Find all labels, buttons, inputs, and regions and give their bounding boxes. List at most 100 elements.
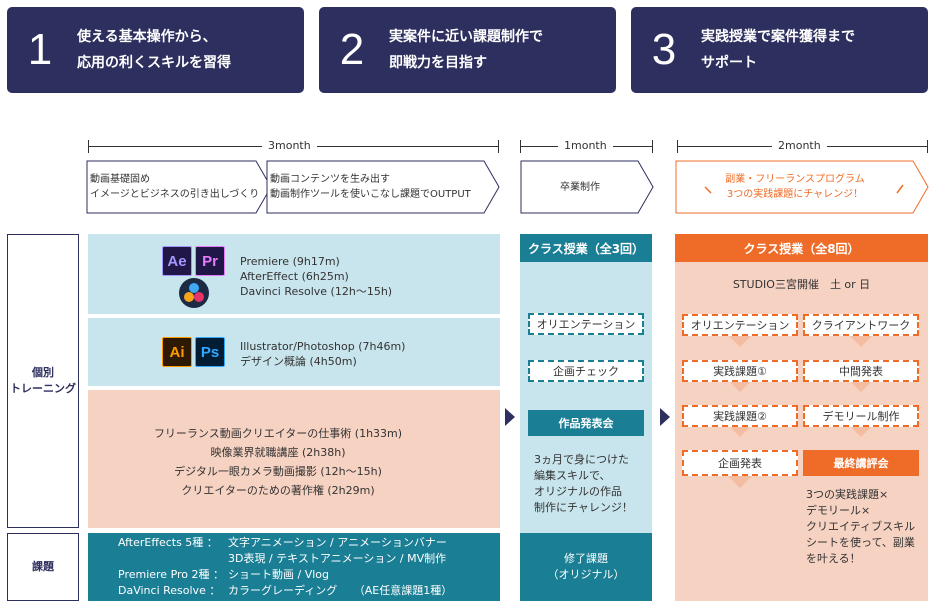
assignment-row: 3D表現 / テキストアニメーション / MV制作 [118,551,452,567]
graduation-assignment-sub: （オリジナル） [547,568,625,581]
flow-arrow-right [505,408,515,426]
class8-step-practice-2: 実践課題② [682,405,798,427]
training-design-block [88,318,500,386]
assignment-row: DaVinci Resolve ： カラーグレーディング （AE任意課題1種） [118,583,452,599]
timeline-label-1month: 1month [558,139,613,152]
assignment-items: 文字アニメーション / アニメーションバナー [228,536,447,549]
phase-basics: 動画基礎固め イメージとビジネスの引き出しづくり [86,160,272,214]
phase-line: 動画制作ツールを使いこなし課題でOUTPUT [270,189,471,200]
class3-assignment: 修了課題 （オリジナル） [520,533,652,601]
phase-line: 3つの実践課題にチャレンジ！ [726,189,864,200]
phase-text: 動画基礎固め イメージとビジネスの引き出しづくり [90,160,259,214]
davinci-resolve-glyph [184,283,204,302]
phase-text: 副業・フリーランスプログラム 3つの実践課題にチャレンジ！ [675,160,915,214]
timeline-tick [498,140,499,153]
training-video-block [88,234,500,314]
class3-note: 3ヵ月で身につけた 編集スキルで、 オリジナルの作品 制作にチャレンジ！ [534,452,633,516]
class8-step-midterm: 中間発表 [803,360,919,382]
note-line: 制作にチャレンジ！ [534,501,633,514]
assignment-block [88,533,500,601]
assignment-list: AfterEffects 5種 ： 文字アニメーション / アニメーションバナー… [118,535,452,599]
note-line: オリジナルの作品 [534,485,622,498]
course-line: Davinci Resolve (12h〜15h) [240,285,393,298]
step-text: 実践授業で案件獲得まで サポート [701,29,855,71]
phase-content: 動画コンテンツを生み出す 動画制作ツールを使いこなし課題でOUTPUT [266,160,500,214]
phase-graduation: 卒業制作 [520,160,654,214]
label-individual-training: 個別 トレーニング [7,234,79,528]
class8-final-review: 最終講評会 [803,450,919,476]
phase-arrow-shape [520,160,654,214]
assignment-row: AfterEffects 5種 ： 文字アニメーション / アニメーションバナー [118,535,452,551]
header-card-3: 3 実践授業で案件獲得まで サポート [631,7,928,93]
step-text: 実案件に近い課題制作で 即戦力を目指す [389,29,543,71]
phase-arrow-shape [86,160,272,214]
course-line: クリエイターのための著作権 (2h29m) [181,484,375,497]
assignment-tool [118,551,228,567]
class3-header: クラス授業（全3回） [520,234,652,262]
flow-arrow-right [660,408,670,426]
label-assignment: 課題 [7,533,79,601]
class8-step-client-work: クライアントワーク [803,314,919,336]
phase-arrow-shape [266,160,500,214]
step-number: 2 [339,25,365,74]
assignment-row: Premiere Pro 2種 ： ショート動画 / Vlog [118,567,452,583]
business-course-list: フリーランス動画クリエイターの仕事術 (1h33m) 映像業界就職講座 (2h3… [88,424,468,500]
class8-step-plan-presentation: 企画発表 [682,450,798,476]
timeline-label-2month: 2month [772,139,827,152]
course-line: デザイン概論 (4h50m) [240,355,357,368]
graduation-assignment-title: 修了課題 [564,552,608,565]
class8-step-demo-reel: デモリール制作 [803,405,919,427]
note-line: クリエイティブスキル [806,520,916,533]
design-course-list: Illustrator/Photoshop (7h46m) デザイン概論 (4h… [240,339,405,369]
class3-step-orientation: オリエンテーション [528,313,644,335]
assignment-items: カラーグレーディング （AE任意課題1種） [228,584,453,597]
note-line: を叶える！ [806,552,861,565]
video-course-list: Premiere (9h17m) AfterEffect (6h25m) Dav… [240,254,392,299]
class8-note: 3つの実践課題× デモリール× クリエイティブスキル シートを使って、副業 を叶… [806,487,915,567]
course-line: Illustrator/Photoshop (7h46m) [240,340,406,353]
header-card-1: 1 使える基本操作から、 応用の利くスキルを習得 [7,7,304,93]
class8-venue: STUDIO三宮開催 土 or 日 [732,278,871,291]
timeline-tick [520,140,521,153]
phase-freelance: 副業・フリーランスプログラム 3つの実践課題にチャレンジ！ [675,160,930,214]
class8-header: クラス授業（全8回） [675,234,928,262]
photoshop-icon: Ps [195,337,225,367]
timeline-tick [677,140,678,153]
phase-text: 動画コンテンツを生み出す 動画制作ツールを使いこなし課題でOUTPUT [270,160,471,214]
timeline-tick [88,140,89,153]
note-line: 3ヵ月で身につけた [534,453,629,466]
course-line: デジタル一眼カメラ動画撮影 (12h〜15h) [174,465,382,478]
course-line: 映像業界就職講座 (2h38h) [210,446,346,459]
illustrator-icon: Ai [162,337,192,367]
phase-text: 卒業制作 [520,160,640,214]
timeline-label-3month: 3month [262,139,317,152]
assignment-tool: DaVinci Resolve ： [118,584,221,597]
step-number: 3 [651,25,677,74]
step-number: 1 [27,25,53,74]
phase-line: 動画基礎固め [90,174,150,185]
phase-line: 動画コンテンツを生み出す [270,174,390,185]
class8-step-orientation: オリエンテーション [682,314,798,336]
note-line: デモリール× [806,504,871,517]
timeline-tick [927,140,928,153]
timeline-tick [652,140,653,153]
assignment-tool: Premiere Pro 2種 ： [118,568,225,581]
assignment-tool: AfterEffects 5種 ： [118,536,218,549]
class3-step-plan-check: 企画チェック [528,360,644,382]
phase-arrow-shape [675,160,929,214]
training-business-block [88,390,500,528]
class3-final-presentation: 作品発表会 [528,410,644,436]
step-text: 使える基本操作から、 応用の利くスキルを習得 [77,29,231,71]
assignment-items: ショート動画 / Vlog [228,568,329,581]
course-line: Premiere (9h17m) [240,255,340,268]
note-line: 3つの実践課題× [806,488,889,501]
davinci-resolve-icon [179,278,209,308]
assignment-items: 3D表現 / テキストアニメーション / MV制作 [228,552,447,565]
phase-line: イメージとビジネスの引き出しづくり [90,189,260,200]
course-line: フリーランス動画クリエイターの仕事術 (1h33m) [153,427,403,440]
note-line: 編集スキルで、 [534,469,611,482]
header-card-2: 2 実案件に近い課題制作で 即戦力を目指す [319,7,616,93]
class8-step-practice-1: 実践課題① [682,360,798,382]
phase-line: 副業・フリーランスプログラム [725,174,865,185]
course-line: AfterEffect (6h25m) [240,270,349,283]
